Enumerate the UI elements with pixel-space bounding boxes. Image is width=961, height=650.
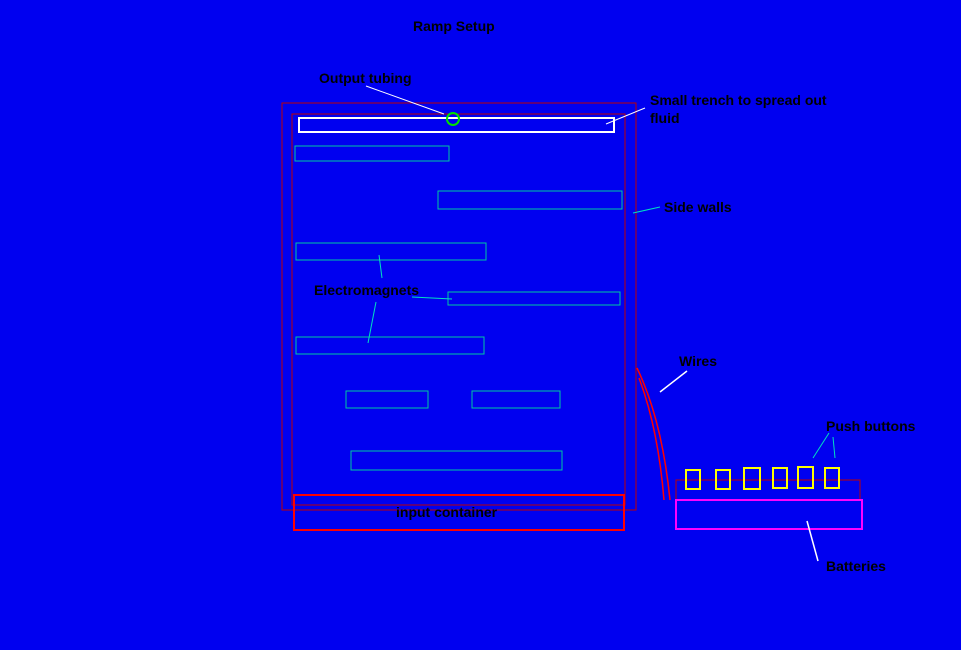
push-button-2: [715, 469, 731, 490]
leader-batteries: [806, 520, 819, 562]
leader-output-tubing: [365, 85, 445, 115]
label-push-buttons: Push buttons: [826, 418, 916, 434]
battery-box: [675, 499, 863, 530]
electromagnet-6: [345, 390, 429, 409]
wire-2: [638, 377, 665, 501]
electromagnet-4: [447, 291, 621, 306]
leader-push-buttons-a: [812, 432, 830, 459]
leader-side-walls: [632, 206, 661, 214]
ramp-board: [291, 113, 626, 506]
push-button-5: [797, 466, 814, 489]
diagram-title: Ramp Setup: [413, 18, 495, 34]
leader-push-buttons-b: [832, 436, 836, 459]
push-button-3: [743, 467, 761, 490]
electromagnet-2: [437, 190, 623, 210]
battery-top-outline: [675, 479, 861, 501]
label-side-walls: Side walls: [664, 199, 732, 215]
leader-wires: [659, 370, 688, 393]
push-button-1: [685, 469, 701, 490]
output-tubing-end: [446, 112, 460, 126]
label-output-tubing: Output tubing: [319, 70, 412, 86]
leader-electromagnet-a: [378, 254, 383, 279]
label-small-trench-line2: fluid: [650, 110, 680, 126]
label-batteries: Batteries: [826, 558, 886, 574]
push-button-6: [824, 467, 840, 489]
label-small-trench: Small trench to spread out fluid: [650, 91, 827, 127]
label-small-trench-line1: Small trench to spread out: [650, 92, 827, 108]
electromagnet-1: [294, 145, 450, 162]
wire-1: [636, 367, 671, 501]
small-trench: [298, 117, 615, 133]
electromagnet-8: [350, 450, 563, 471]
label-input-container: input container: [396, 504, 498, 520]
electromagnet-7: [471, 390, 561, 409]
leader-electromagnet-b: [411, 296, 453, 300]
input-container-box: [293, 494, 625, 531]
electromagnet-5: [295, 336, 485, 355]
push-button-4: [772, 467, 788, 489]
electromagnet-3: [295, 242, 487, 261]
label-electromagnets: Electromagnets: [314, 282, 420, 298]
label-wires: Wires: [679, 353, 718, 369]
side-wall-outer: [281, 102, 637, 511]
leader-small-trench: [605, 107, 646, 125]
leader-electromagnet-c: [367, 301, 377, 344]
